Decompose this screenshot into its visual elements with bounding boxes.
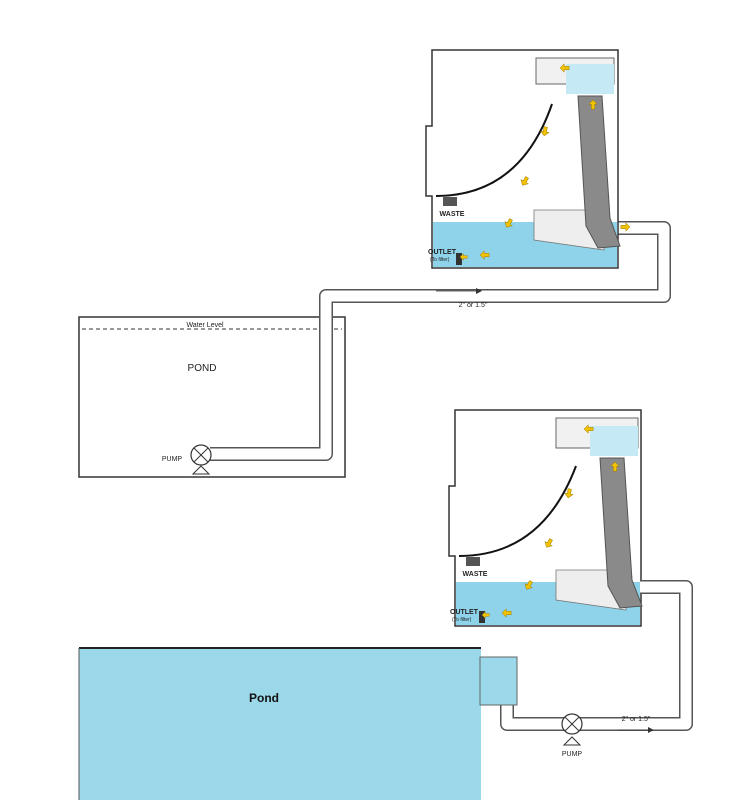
bottom-pump-label: PUMP [562,751,583,758]
top-waste-label: WASTE [440,211,465,218]
top-flow-arrow-head [476,288,482,294]
top-filter-unit [425,49,621,269]
top-outlet-sub-label: (To filter) [430,257,450,263]
top-pipe-bore [210,222,670,460]
bottom-waste-label: WASTE [463,571,488,578]
bottom-outlet-sub-label: (To filter) [452,617,472,623]
bottom-pond-side-chamber [479,656,518,706]
bottom-system: WASTE OUTLET (To filter) Pond PUMP 2" or… [78,409,693,800]
bottom-flow-arrow-head [648,727,654,733]
bottom-pond-label: Pond [249,691,279,705]
top-pond-label: POND [188,363,217,374]
top-pump-icon [190,444,212,475]
top-pump-label: PUMP [162,456,183,463]
bottom-pump-icon [561,713,583,746]
bottom-outlet-label: OUTLET [450,609,479,616]
top-system: Water Level POND 2" or 1.5" PUMP [78,49,671,478]
top-outlet-label: OUTLET [428,249,457,256]
bottom-pond [79,648,481,800]
bottom-filter-unit [448,409,643,627]
top-pipe-size-label: 2" or 1.5" [459,302,488,309]
bottom-pipe-bore [501,581,692,730]
bottom-pipe-size-label: 2" or 1.5" [622,716,651,723]
top-water-level-label: Water Level [186,322,224,329]
